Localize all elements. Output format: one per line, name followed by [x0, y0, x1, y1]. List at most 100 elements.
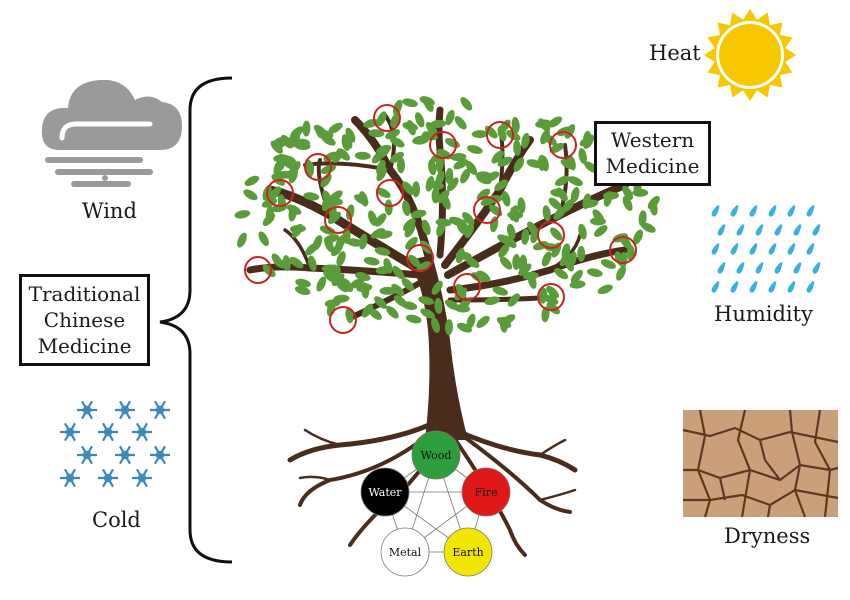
- tcm-line-1: Traditional: [28, 282, 141, 306]
- leaf: [640, 222, 656, 233]
- target-circle: [537, 283, 565, 311]
- leaf: [583, 134, 594, 149]
- leaf: [402, 200, 411, 216]
- snowflake: [150, 445, 170, 465]
- leaf: [465, 256, 480, 268]
- leaf: [638, 210, 647, 227]
- leaf: [444, 319, 454, 336]
- leaf: [320, 164, 337, 175]
- leaf: [594, 225, 608, 237]
- leaf: [582, 193, 591, 210]
- leaf: [270, 140, 283, 154]
- leaf: [546, 285, 559, 299]
- rain-drop: [787, 243, 796, 255]
- leaf: [288, 134, 300, 148]
- leaf: [460, 168, 471, 184]
- snowflake: [98, 468, 118, 488]
- leaf: [590, 217, 606, 226]
- leaf: [501, 191, 511, 207]
- leaf: [431, 187, 440, 204]
- target-circle: [486, 121, 514, 149]
- leaf: [402, 122, 419, 131]
- leaf: [460, 97, 473, 111]
- leaf: [586, 268, 603, 277]
- target-circle: [373, 104, 401, 132]
- leaf: [405, 236, 418, 250]
- leaf: [341, 278, 354, 293]
- label-humidity: Humidity: [714, 302, 813, 326]
- label-cold: Cold: [92, 508, 141, 532]
- rain-drop: [736, 224, 745, 236]
- rain-drop: [749, 243, 758, 255]
- leaf: [402, 98, 418, 108]
- leaf: [385, 129, 401, 140]
- leaf: [507, 210, 524, 220]
- leaf: [475, 171, 492, 180]
- leaf: [374, 296, 387, 309]
- leaf: [280, 155, 296, 164]
- leaf: [521, 228, 530, 245]
- leaf: [465, 160, 478, 175]
- target-circle: [453, 273, 481, 301]
- leaf: [289, 161, 301, 175]
- leaf: [556, 187, 568, 202]
- leaf: [577, 245, 586, 262]
- leaf: [467, 145, 483, 154]
- rain-drop: [774, 262, 783, 274]
- leaf: [548, 116, 563, 128]
- leaf: [445, 138, 460, 148]
- leaf: [435, 156, 444, 173]
- leaf: [414, 112, 425, 128]
- leaf: [374, 247, 391, 256]
- cracked-earth-image: [682, 409, 839, 518]
- leaf: [454, 116, 467, 130]
- rain-drop: [768, 243, 777, 255]
- leaf: [476, 188, 491, 201]
- leaf: [537, 154, 546, 171]
- leaf: [462, 212, 475, 226]
- leaf: [392, 99, 403, 115]
- leaf: [393, 295, 408, 308]
- leaf: [450, 152, 467, 162]
- leaf: [397, 157, 405, 174]
- leaf: [543, 294, 559, 305]
- target-circle: [376, 179, 404, 207]
- leaf: [346, 238, 363, 247]
- leaf: [447, 177, 459, 192]
- rain-drop: [812, 262, 821, 274]
- leaf: [522, 271, 539, 280]
- leaf: [506, 223, 516, 240]
- leaf: [271, 253, 283, 268]
- leaf: [331, 242, 344, 257]
- leaf: [600, 259, 616, 269]
- leaf: [498, 119, 511, 134]
- snowflake: [132, 422, 152, 442]
- leaf: [649, 199, 658, 216]
- leaf: [476, 315, 490, 328]
- leaf: [416, 261, 431, 273]
- leaf: [566, 154, 576, 171]
- element-earth: Earth: [443, 527, 493, 577]
- leaf: [302, 120, 311, 137]
- leaf: [471, 130, 488, 139]
- leaf: [371, 150, 385, 164]
- element-wood: Wood: [411, 430, 461, 480]
- leaf: [431, 317, 440, 333]
- leaf: [418, 296, 434, 305]
- snowflake: [77, 400, 97, 420]
- rain-drop: [730, 281, 739, 293]
- tcm-line-3: Medicine: [37, 334, 132, 358]
- leaf: [355, 272, 371, 281]
- leaf: [532, 241, 549, 251]
- leaf: [491, 150, 504, 164]
- rain-drop: [806, 243, 815, 255]
- target-circle: [304, 153, 332, 181]
- label-western-medicine: Western Medicine: [594, 121, 711, 186]
- snowflake: [60, 468, 80, 488]
- leaf: [335, 279, 349, 293]
- leaf: [261, 198, 277, 208]
- rain-drop: [730, 205, 739, 217]
- leaf: [376, 111, 387, 127]
- leaf: [234, 210, 251, 219]
- leaf: [368, 210, 378, 226]
